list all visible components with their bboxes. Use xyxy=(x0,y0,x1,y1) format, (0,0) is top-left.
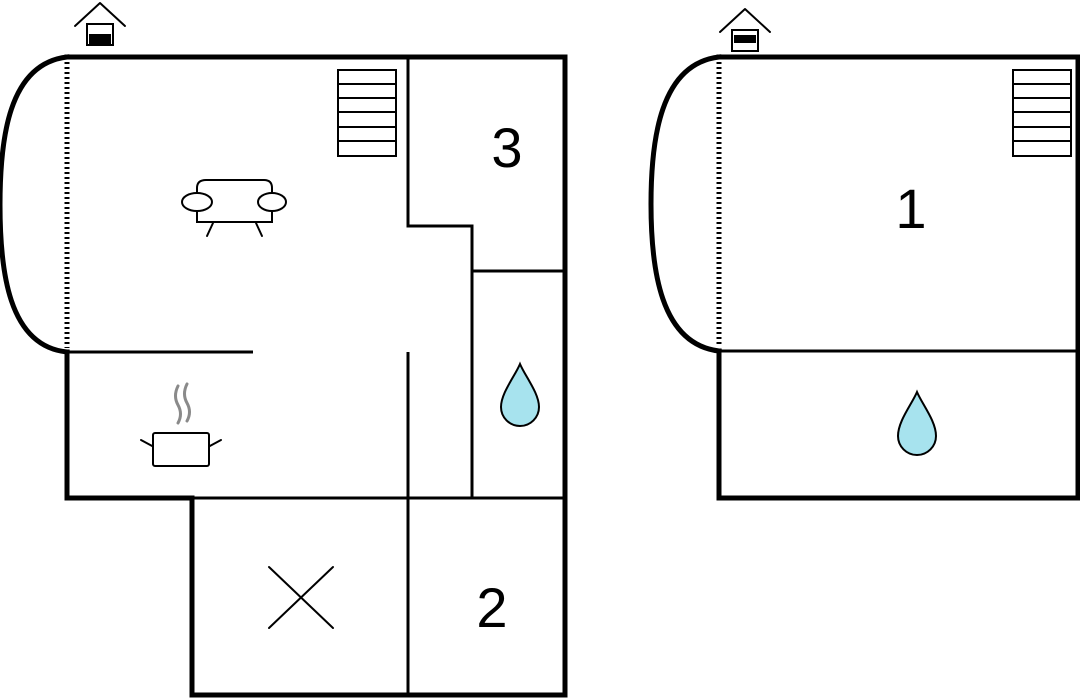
sofa-icon xyxy=(181,179,287,237)
upper-floor-bay-wall xyxy=(648,54,722,354)
water-drop-icon xyxy=(499,361,541,427)
room-label-2: 2 xyxy=(476,576,507,639)
water-drop-icon xyxy=(896,389,938,456)
entrance-icon xyxy=(719,8,771,52)
cooking-pot-icon xyxy=(140,382,222,467)
upper-floor-outer-wall xyxy=(716,54,1080,501)
interior-wall-room3 xyxy=(406,57,474,498)
stairs-icon xyxy=(337,69,397,157)
entrance-icon xyxy=(74,2,126,46)
room-label-1: 1 xyxy=(895,177,926,240)
ground-floor-outer-wall xyxy=(64,54,568,698)
stairs-icon xyxy=(1012,69,1072,157)
room-label-3: 3 xyxy=(491,116,522,179)
ground-floor-plan: 3 2 xyxy=(0,2,568,698)
cross-icon xyxy=(268,566,334,629)
upper-floor-plan: 1 xyxy=(648,8,1080,501)
ground-floor-bay-wall xyxy=(0,54,70,355)
